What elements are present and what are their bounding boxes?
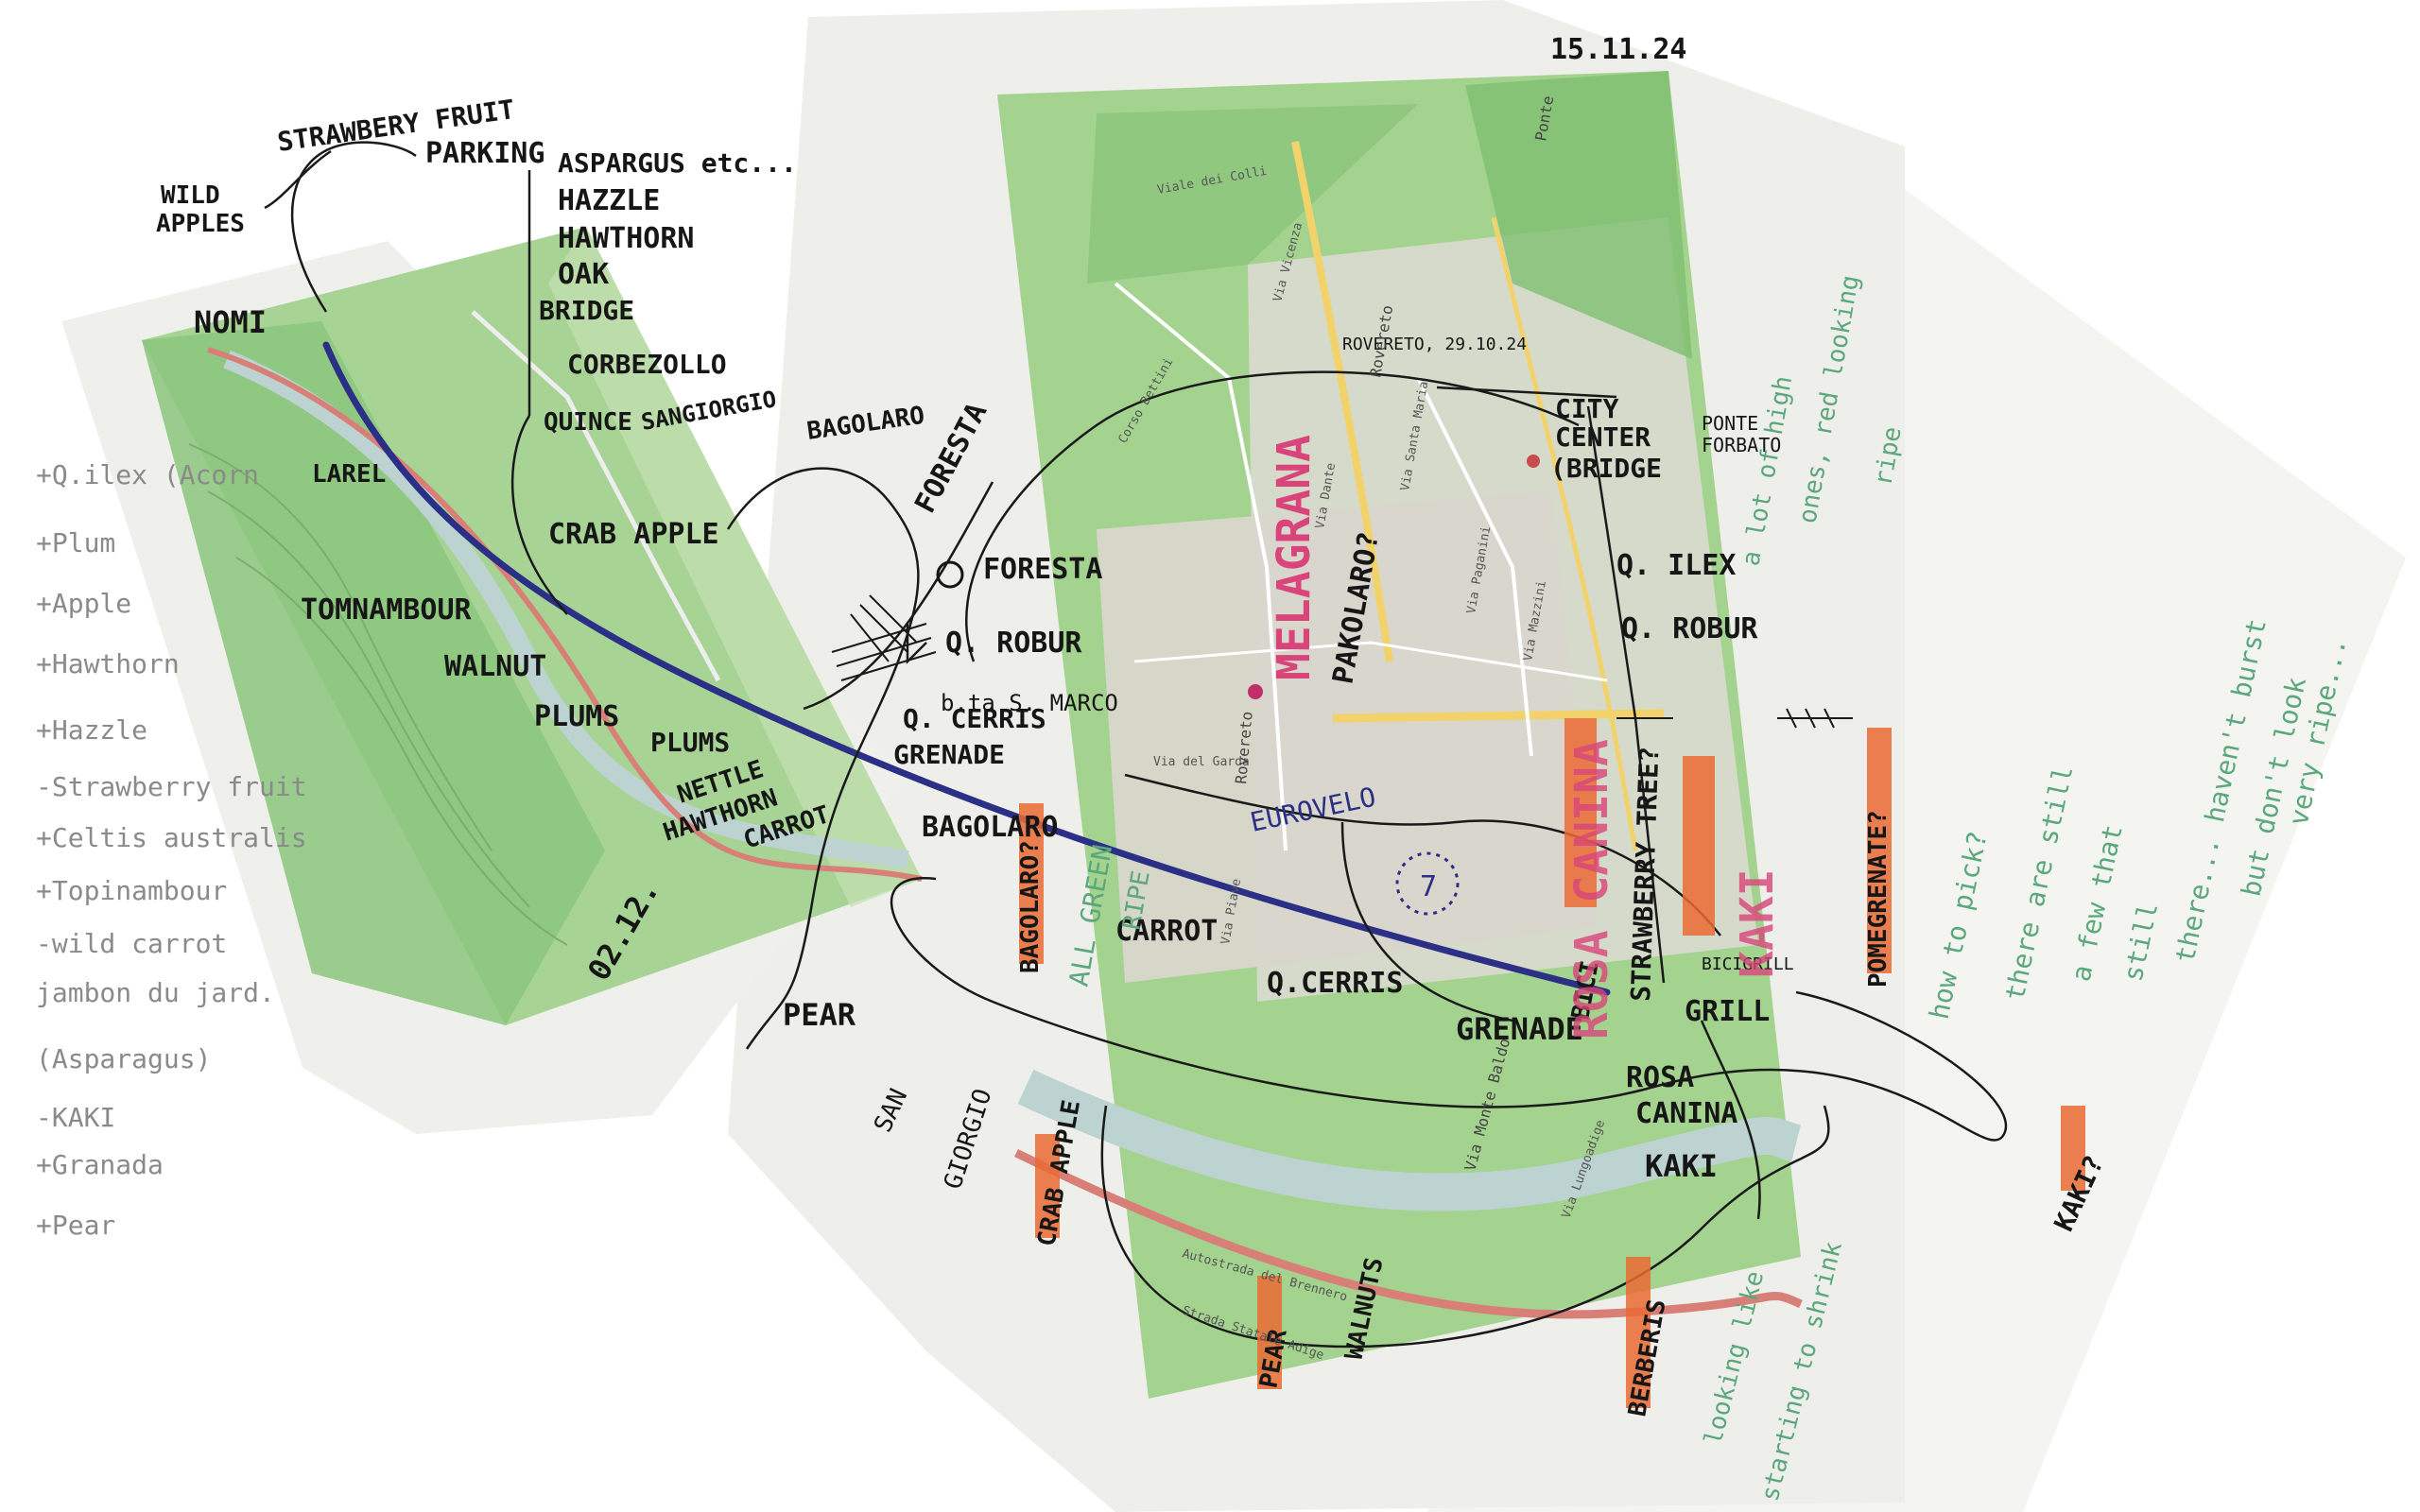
hatch-marks <box>831 594 1853 729</box>
label-forbato: FORBATO <box>1702 434 1781 456</box>
label-hazzle: HAZZLE <box>558 184 660 217</box>
label-corbezzolo: CORBEZOLLO <box>567 349 727 380</box>
legend-item: +Apple <box>36 588 131 619</box>
label-crab-apple: CRAB APPLE <box>548 518 719 551</box>
label-kaki: KAKI <box>1645 1148 1718 1184</box>
label-ponte: PONTE <box>1702 412 1758 435</box>
legend-item: +Granada <box>36 1149 164 1180</box>
legend-item: +Celtis australis <box>36 822 307 853</box>
label-larel: LAREL <box>312 460 386 489</box>
label-center: CENTER <box>1555 421 1651 453</box>
legend-item: +Hazzle <box>36 714 147 746</box>
orange-highlights <box>1019 718 2085 1408</box>
label-wild: WILD <box>161 181 220 210</box>
blue-route <box>322 341 1611 996</box>
label-apples: APPLES <box>156 210 245 238</box>
label-q-cerris-2: Q.CERRIS <box>1267 967 1404 1000</box>
center-marker <box>1248 684 1263 699</box>
label-pear: PEAR <box>783 997 856 1033</box>
foresta-marker <box>936 560 964 589</box>
label-carrot-2: CARROT <box>1115 915 1218 948</box>
label-oak: OAK <box>558 258 609 291</box>
legend-item: jambon du jard. <box>36 977 275 1008</box>
label-plums-1: PLUMS <box>534 700 619 733</box>
label-bridge-r: (BRIDGE <box>1550 453 1662 484</box>
label-bridge: BRIDGE <box>539 295 634 326</box>
label-q-ilex: Q. ILEX <box>1616 549 1736 582</box>
label-tomnambour: TOMNAMBOUR <box>301 593 473 627</box>
legend-item: -KAKI <box>36 1102 115 1133</box>
hospital-marker <box>1527 455 1540 468</box>
legend-item: +Q.ilex (Acorn <box>36 459 259 490</box>
label-melagrana: MELAGRANA <box>1268 435 1321 680</box>
label-q-robur: Q. ROBUR <box>945 627 1082 660</box>
label-bagolaro-2: BAGOLARO <box>922 811 1059 844</box>
label-bicigrill-2: GRILL <box>1685 995 1770 1028</box>
label-q-cerris: Q. CERRIS <box>903 703 1046 734</box>
label-parking: PARKING <box>425 137 544 170</box>
legend-item: +Topinambour <box>36 875 227 906</box>
center-map <box>997 71 1803 1399</box>
label-s-marco: b.ta S. MARCO <box>941 690 1118 716</box>
label-asparagus: ASPARGUS etc... <box>558 147 797 179</box>
label-grenade: GRENADE <box>893 739 1005 770</box>
label-bagolaro-v: BAGOLARO? <box>1016 840 1045 973</box>
date-top: 15.11.24 <box>1550 33 1687 66</box>
label-walnut: WALNUT <box>444 650 546 683</box>
label-plums-2: PLUMS <box>650 727 730 758</box>
label-grenade-2: GRENADE <box>1456 1011 1583 1047</box>
label-rosa-canina-big: ROSA CANINA <box>1565 739 1618 1040</box>
label-rosa: ROSA <box>1626 1061 1694 1094</box>
label-pomegrenate: POMEGRENATE? <box>1864 810 1893 988</box>
label-hawthorn: HAWTHORN <box>558 222 695 255</box>
label-eurovelo-num: 7 <box>1420 870 1437 903</box>
street-name: Via del Garda <box>1153 755 1250 769</box>
date-map: ROVERETO, 29.10.24 <box>1342 335 1527 354</box>
legend-item: -wild carrot <box>36 928 227 959</box>
legend-list: +Q.ilex (Acorn +Plum +Apple +Hawthorn +H… <box>36 459 307 1241</box>
label-nomi: NOMI <box>194 304 267 340</box>
label-foresta-2: FORESTA <box>983 553 1102 586</box>
legend-item: (Asparagus) <box>36 1043 211 1074</box>
legend-item: -Strawberry fruit <box>36 771 307 802</box>
label-bicigrill-small: BICIGRILL <box>1702 954 1794 974</box>
label-kaki-big: KAKI <box>1731 868 1784 978</box>
label-city: CITY <box>1555 393 1619 424</box>
legend-item: +Pear <box>36 1210 115 1241</box>
label-canina: CANINA <box>1635 1097 1737 1130</box>
ink-paths <box>264 141 2008 1349</box>
label-quince: QUINCE <box>544 408 632 437</box>
legend-item: +Hawthorn <box>36 648 180 679</box>
legend-item: +Plum <box>36 527 115 558</box>
eurovelo-stars <box>1395 851 1460 916</box>
label-q-robur-r: Q. ROBUR <box>1621 612 1758 645</box>
left-map <box>142 227 923 1025</box>
